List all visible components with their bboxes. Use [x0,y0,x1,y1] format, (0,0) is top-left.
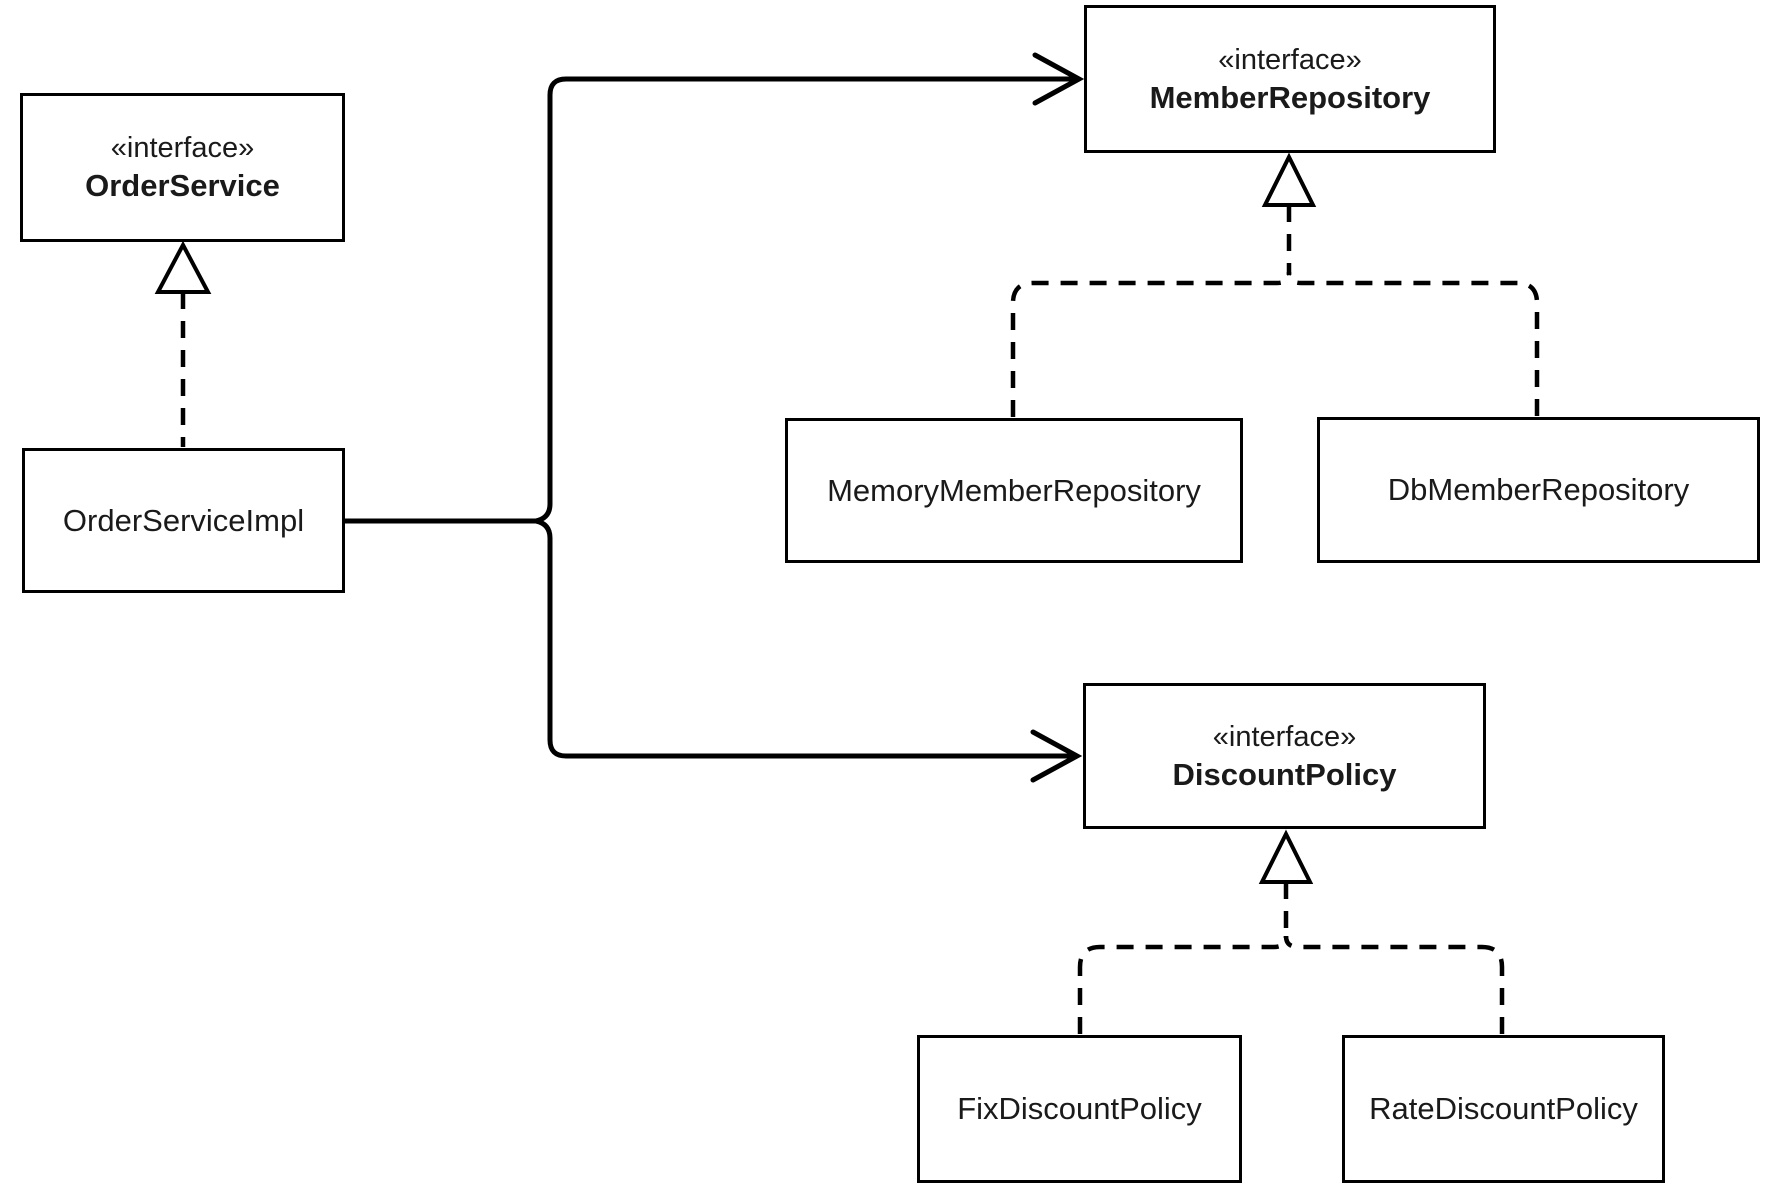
stereotype-label: «interface» [1212,720,1357,753]
realization-edge-dbmemberrepository-memberrepository [1286,271,1540,416]
realization-edge-fixdiscountpolicy-discountpolicy [1077,935,1289,1034]
stereotype-label: «interface» [1218,43,1362,76]
class-name-discountpolicy: DiscountPolicy [1172,756,1397,792]
class-box-fixdiscountpolicy: FixDiscountPolicy [917,1035,1242,1183]
class-name-ratediscountpolicy: RateDiscountPolicy [1369,1091,1638,1126]
realization-triangle-discountpolicy [1258,829,1314,884]
class-box-orderservice: «interface» OrderService [20,93,345,242]
realization-edge-ratediscountpolicy-discountpolicy [1283,935,1505,1034]
dependency-edge-orderserviceimpl-discountpolicy [342,518,1077,759]
class-box-orderserviceimpl: OrderServiceImpl [22,448,345,593]
class-box-memorymemberrepository: MemoryMemberRepository [785,418,1243,563]
open-arrowhead-memberrepository [1032,52,1085,106]
stereotype-label: «interface» [110,132,255,164]
realization-triangle-orderservice [154,240,212,294]
class-box-discountpolicy: «interface» DiscountPolicy [1083,683,1486,829]
class-box-memberrepository: «interface» MemberRepository [1084,5,1496,153]
class-name-memberrepository: MemberRepository [1149,79,1431,115]
class-name-orderserviceimpl: OrderServiceImpl [62,502,305,538]
open-arrowhead-discountpolicy [1030,729,1083,783]
class-name-fixdiscountpolicy: FixDiscountPolicy [957,1091,1202,1126]
class-name-dbmemberrepository: DbMemberRepository [1387,472,1690,507]
realization-triangle-memberrepository [1261,152,1317,207]
class-name-memorymemberrepository: MemoryMemberRepository [827,472,1201,508]
realization-edge-memorymemberrepository-memberrepository [1010,271,1292,417]
dependency-edge-orderserviceimpl-memberrepository [342,76,1079,524]
class-box-dbmemberrepository: DbMemberRepository [1317,417,1760,563]
class-name-orderservice: OrderService [85,168,280,203]
class-box-ratediscountpolicy: RateDiscountPolicy [1342,1035,1665,1183]
